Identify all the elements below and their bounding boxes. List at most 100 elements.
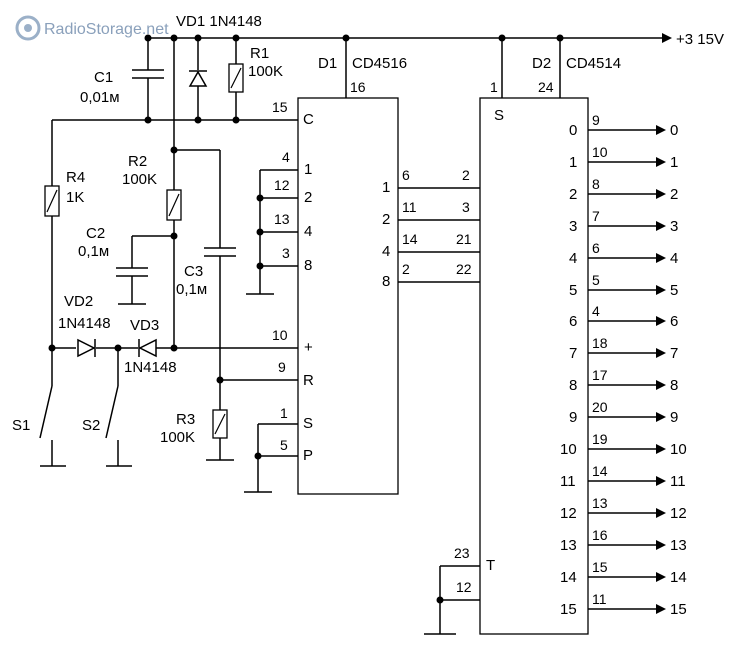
watermark-text: RadioStorage.net xyxy=(44,21,169,38)
d2-output-label: 12 xyxy=(560,505,577,522)
arrow-icon xyxy=(656,221,666,231)
output-number: 3 xyxy=(670,218,678,235)
d1-left-pin-num: 3 xyxy=(282,245,290,261)
junction-dots xyxy=(48,34,564,604)
d2-output-label: 10 xyxy=(560,441,577,458)
d2-output-pin: 10 xyxy=(592,144,608,160)
r1-value: 100K xyxy=(248,63,283,80)
junction-dot xyxy=(170,232,178,240)
junction-dot xyxy=(254,452,262,460)
output-number: 2 xyxy=(670,186,678,203)
d2-outputs: 0901101282373464555646718781789209101910… xyxy=(560,112,687,618)
d2-part: CD4514 xyxy=(566,55,621,72)
d2-output-line: 090 xyxy=(569,112,678,139)
d2-output-label: 4 xyxy=(569,250,577,267)
d1-label-r: R xyxy=(303,372,314,389)
d2-output-pin: 16 xyxy=(592,527,608,543)
vd1-label: VD1 1N4148 xyxy=(176,13,262,30)
output-number: 13 xyxy=(670,537,687,554)
arrow-icon xyxy=(656,572,666,582)
c3-value: 0,1м xyxy=(176,281,207,298)
junction-dot xyxy=(170,146,178,154)
d2-in-pin: 22 xyxy=(456,261,472,277)
d1-out-pin: 6 xyxy=(402,167,410,183)
d2-t-ground: 23 12 xyxy=(424,545,480,635)
capacitor-c1: C1 0,01м xyxy=(80,38,164,120)
diode-vd3: VD3 1N4148 xyxy=(124,317,177,376)
output-number: 8 xyxy=(670,377,678,394)
d2-output-pin: 7 xyxy=(592,208,600,224)
d2-output-label: 13 xyxy=(560,537,577,554)
d2-t-pin: 23 xyxy=(454,545,470,561)
r2-ref: R2 xyxy=(128,153,147,170)
d1-left-inputs: 4 1 12 2 13 4 3 8 xyxy=(246,149,312,295)
arrow-icon xyxy=(656,540,666,550)
d2-output-pin: 15 xyxy=(592,559,608,575)
r4-ref: R4 xyxy=(66,169,85,186)
arrow-icon xyxy=(656,604,666,614)
d2-output-pin: 14 xyxy=(592,463,608,479)
junction-dot xyxy=(232,116,240,124)
r1-ref: R1 xyxy=(250,45,269,62)
d2-output-label: 9 xyxy=(569,409,577,426)
d2-vdd-pin: 24 xyxy=(538,79,554,95)
d2-output-pin: 18 xyxy=(592,335,608,351)
d2-label-s: S xyxy=(494,107,504,124)
vd2-part: 1N4148 xyxy=(58,315,111,332)
junction-dot xyxy=(256,228,264,236)
d2-output-label: 14 xyxy=(560,569,577,586)
d1-pin-p-num: 5 xyxy=(280,437,288,453)
d1-label-s: S xyxy=(303,415,313,432)
d1-pin-s-num: 1 xyxy=(280,405,288,421)
junction-dot xyxy=(170,34,178,42)
output-number: 7 xyxy=(670,345,678,362)
d2-output-line: 7 18 7 xyxy=(569,335,678,362)
d1-label-plus: + xyxy=(304,339,313,356)
d1-left-pin-num: 12 xyxy=(274,177,290,193)
d2-output-label: 6 xyxy=(569,313,577,330)
d2-output-label: 5 xyxy=(569,282,577,299)
output-number: 6 xyxy=(670,313,678,330)
d1-left-input: 13 4 xyxy=(260,211,312,240)
junction-dot xyxy=(114,344,122,352)
d1-left-pin-label: 4 xyxy=(304,223,312,240)
d2-output-line: 555 xyxy=(569,272,678,299)
r4-value: 1K xyxy=(66,189,84,206)
arrow-icon xyxy=(656,444,666,454)
vd3-part: 1N4148 xyxy=(124,359,177,376)
output-number: 10 xyxy=(670,441,687,458)
s2-label: S2 xyxy=(82,417,100,434)
junction-dot xyxy=(144,34,152,42)
switch-s1[interactable]: S1 xyxy=(12,348,66,467)
output-number: 14 xyxy=(670,569,687,586)
data-bus: 1 6 2 1 2 11 3 2 4 14 21 4 8 2 22 8 xyxy=(382,167,494,290)
diode-vd1: VD1 1N4148 xyxy=(176,13,262,120)
junction-dot xyxy=(256,194,264,202)
junction-dot xyxy=(194,116,202,124)
d2-output-label: 7 xyxy=(569,345,577,362)
arrow-icon xyxy=(656,316,666,326)
r3-ref: R3 xyxy=(176,411,195,428)
d1-left-pin-label: 2 xyxy=(304,189,312,206)
d2-output-label: 2 xyxy=(569,186,577,203)
d1-left-input: 3 8 xyxy=(260,245,312,274)
arrow-icon xyxy=(656,476,666,486)
d1-pin-r-num: 9 xyxy=(278,359,286,375)
d2-output-label: 8 xyxy=(569,377,577,394)
d2-output-line: 14 15 14 xyxy=(560,559,687,586)
d1-pin-plus-num: 10 xyxy=(272,327,288,343)
d1-left-pin-num: 4 xyxy=(282,149,290,165)
output-number: 0 xyxy=(670,122,678,139)
d2-output-line: 373 xyxy=(569,208,678,235)
switch-s2[interactable]: S2 xyxy=(82,348,132,467)
d1-out-label: 2 xyxy=(382,211,390,228)
c2-ref: C2 xyxy=(86,225,105,242)
junction-dot xyxy=(342,34,350,42)
d1-out-label: 1 xyxy=(382,179,390,196)
d2-output-line: 282 xyxy=(569,176,678,203)
supply-label: +3 15V xyxy=(676,31,724,48)
d1-left-pin-label: 1 xyxy=(304,161,312,178)
